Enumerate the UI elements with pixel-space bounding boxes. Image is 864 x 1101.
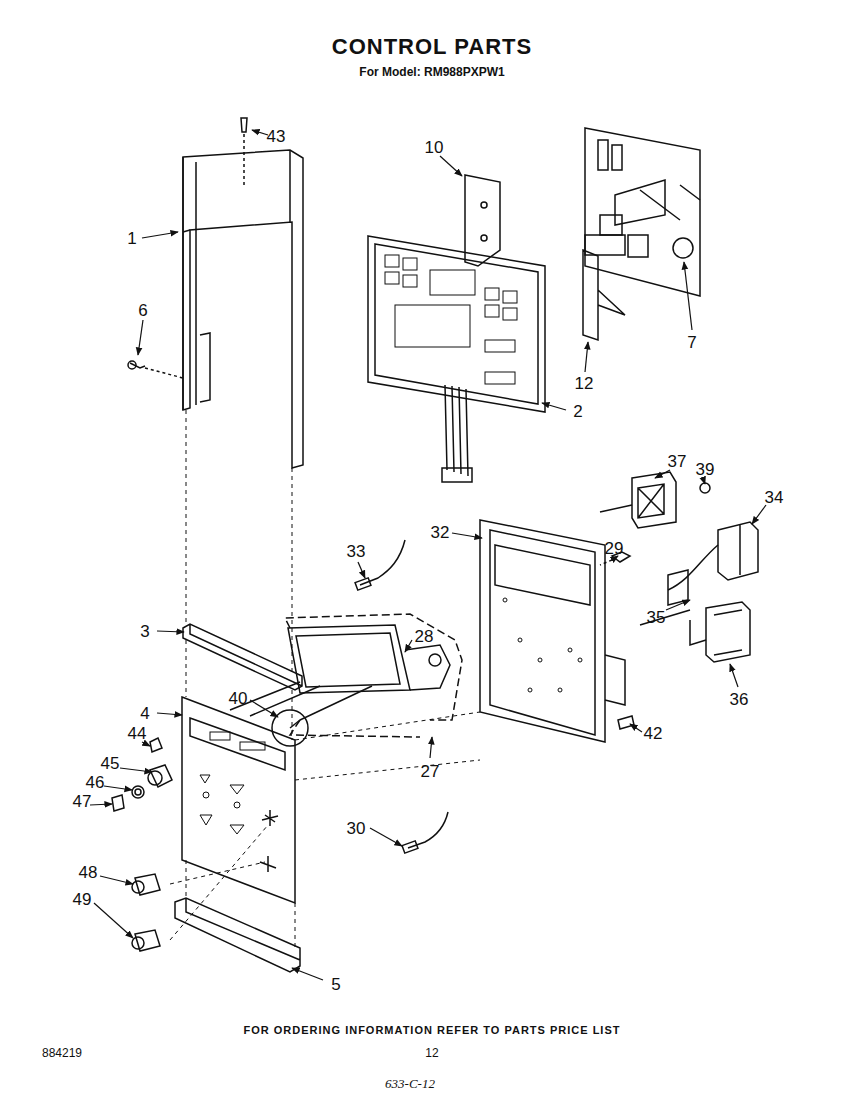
callout-number: 1: [127, 230, 136, 247]
callout-number: 27: [421, 763, 440, 780]
callout-number: 30: [347, 820, 366, 837]
callout-number: 45: [101, 755, 120, 772]
callout-number: 6: [138, 302, 147, 319]
callout-number: 43: [267, 128, 286, 145]
callout-number: 40: [229, 690, 248, 707]
page-number: 12: [425, 1047, 438, 1059]
callout-number: 28: [415, 628, 434, 645]
callout-number: 3: [140, 623, 149, 640]
callout-number: 34: [765, 489, 784, 506]
callout-number: 35: [647, 609, 666, 626]
callout-number: 39: [696, 461, 715, 478]
callout-number: 49: [73, 891, 92, 908]
diagram-title: CONTROL PARTS: [332, 36, 532, 58]
callout-number: 32: [431, 524, 450, 541]
callout-number: 42: [644, 725, 663, 742]
model-line: For Model: RM988PXPW1: [359, 66, 504, 78]
callout-number: 36: [730, 691, 749, 708]
callout-number: 46: [86, 774, 105, 791]
callout-number: 33: [347, 543, 366, 560]
callout-number: 4: [140, 705, 149, 722]
callout-number: 29: [605, 540, 624, 557]
callout-number: 2: [573, 403, 582, 420]
document-number: 884219: [42, 1047, 82, 1059]
callout-number: 47: [73, 793, 92, 810]
callout-number: 48: [79, 864, 98, 881]
callout-number: 10: [425, 139, 444, 156]
callout-number: 12: [575, 375, 594, 392]
footer-note: FOR ORDERING INFORMATION REFER TO PARTS …: [244, 1025, 621, 1036]
callout-number: 7: [687, 334, 696, 351]
callout-number: 37: [668, 453, 687, 470]
handwritten-code: 633-C-12: [385, 1077, 435, 1090]
callout-number: 5: [331, 976, 340, 993]
callout-number: 44: [128, 725, 147, 742]
